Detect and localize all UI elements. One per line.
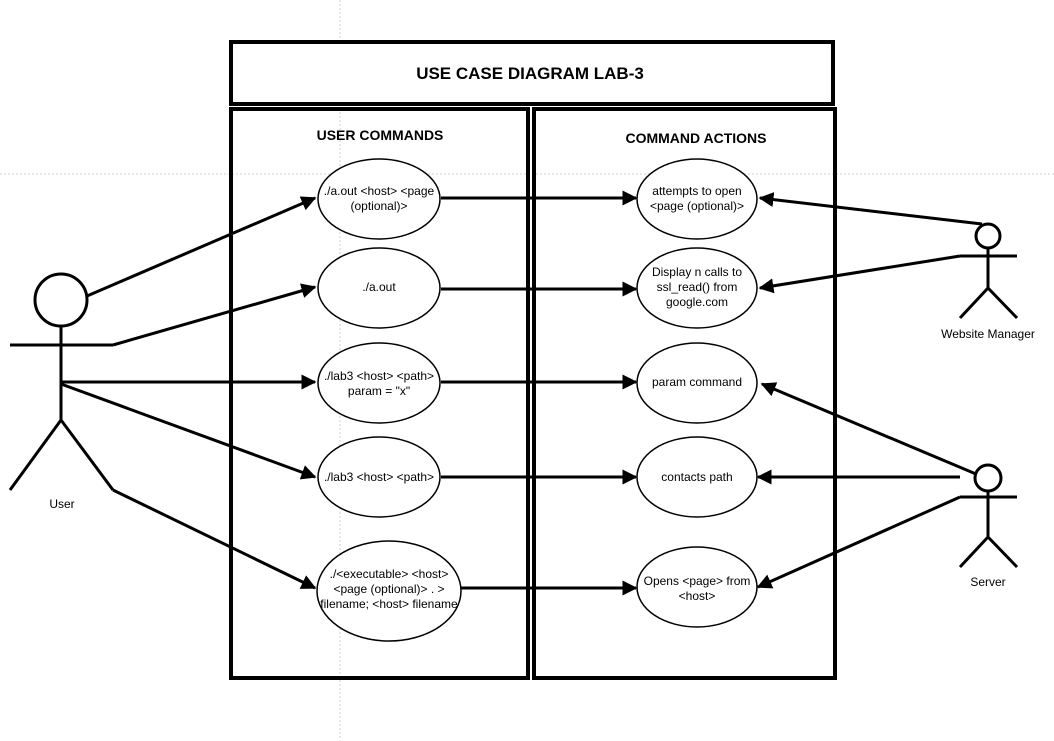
server-actor (958, 463, 1019, 569)
manager-to-action-2-arrow (758, 254, 961, 294)
command-action-connections (441, 190, 638, 596)
command-actions-panel (532, 107, 837, 680)
action-2-line-3: google.com (666, 295, 728, 309)
action-5-line-1: Opens <page> from (644, 574, 751, 588)
command-3-line-2: param = "x" (348, 384, 410, 398)
user-label: User (49, 497, 74, 511)
command-ellipse-5 (316, 540, 462, 642)
command-3-line-1: ./lab3 <host> <path> (324, 369, 434, 383)
user-to-command-4-arrow (60, 382, 317, 480)
command-2-line-1: ./a.out (362, 280, 396, 294)
action-ellipse-2 (636, 247, 758, 329)
command-1-line-1: ./a.out <host> <page (324, 184, 435, 198)
action-ellipse-1 (636, 158, 758, 240)
title-box (229, 40, 835, 106)
action-3-line-1: param command (652, 375, 742, 389)
command-5-line-2: <page (optional)> . > (333, 582, 444, 596)
command-ellipse-3 (317, 342, 441, 424)
action-5-line-2: <host> (679, 589, 716, 603)
action-ellipse-3 (636, 342, 758, 424)
command-ellipse-4 (317, 436, 441, 518)
action-2-line-2: ssl_read() from (657, 280, 738, 294)
action-ellipse-5 (636, 546, 758, 628)
website-manager-label: Website Manager (941, 327, 1035, 341)
action-1-line-2: <page (optional)> (650, 199, 744, 213)
command-ellipse-1 (317, 158, 441, 240)
command-5-line-1: ./<executable> <host> (330, 567, 449, 581)
action-2-line-1: Display n calls to (652, 265, 742, 279)
command-actions-header: COMMAND ACTIONS (625, 130, 766, 146)
server-label: Server (970, 575, 1005, 589)
command-1-line-2: (optional)> (350, 199, 407, 213)
server-to-action-3-arrow (760, 382, 977, 476)
action-1-line-1: attempts to open (652, 184, 741, 198)
user-connections (60, 196, 317, 590)
command-5-line-3: filename; <host> filename (320, 597, 458, 611)
action-4-line-1: contacts path (661, 470, 732, 484)
user-to-command-1-arrow (86, 196, 317, 298)
diagram-title: USE CASE DIAGRAM LAB-3 (416, 64, 644, 83)
user-to-command-5-arrow (112, 488, 317, 590)
actor-action-connections (756, 192, 983, 589)
command-4-line-1: ./lab3 <host> <path> (324, 470, 434, 484)
user-to-command-2-arrow (112, 283, 317, 347)
command-ellipse-2 (317, 247, 441, 329)
user-actor (8, 272, 115, 491)
action-ellipse-4 (636, 436, 758, 518)
user-commands-header: USER COMMANDS (317, 127, 444, 143)
server-to-action-5-arrow (756, 495, 961, 589)
user-commands-panel (229, 107, 530, 680)
website-manager-actor (958, 222, 1019, 320)
manager-to-action-1-arrow (758, 192, 983, 226)
